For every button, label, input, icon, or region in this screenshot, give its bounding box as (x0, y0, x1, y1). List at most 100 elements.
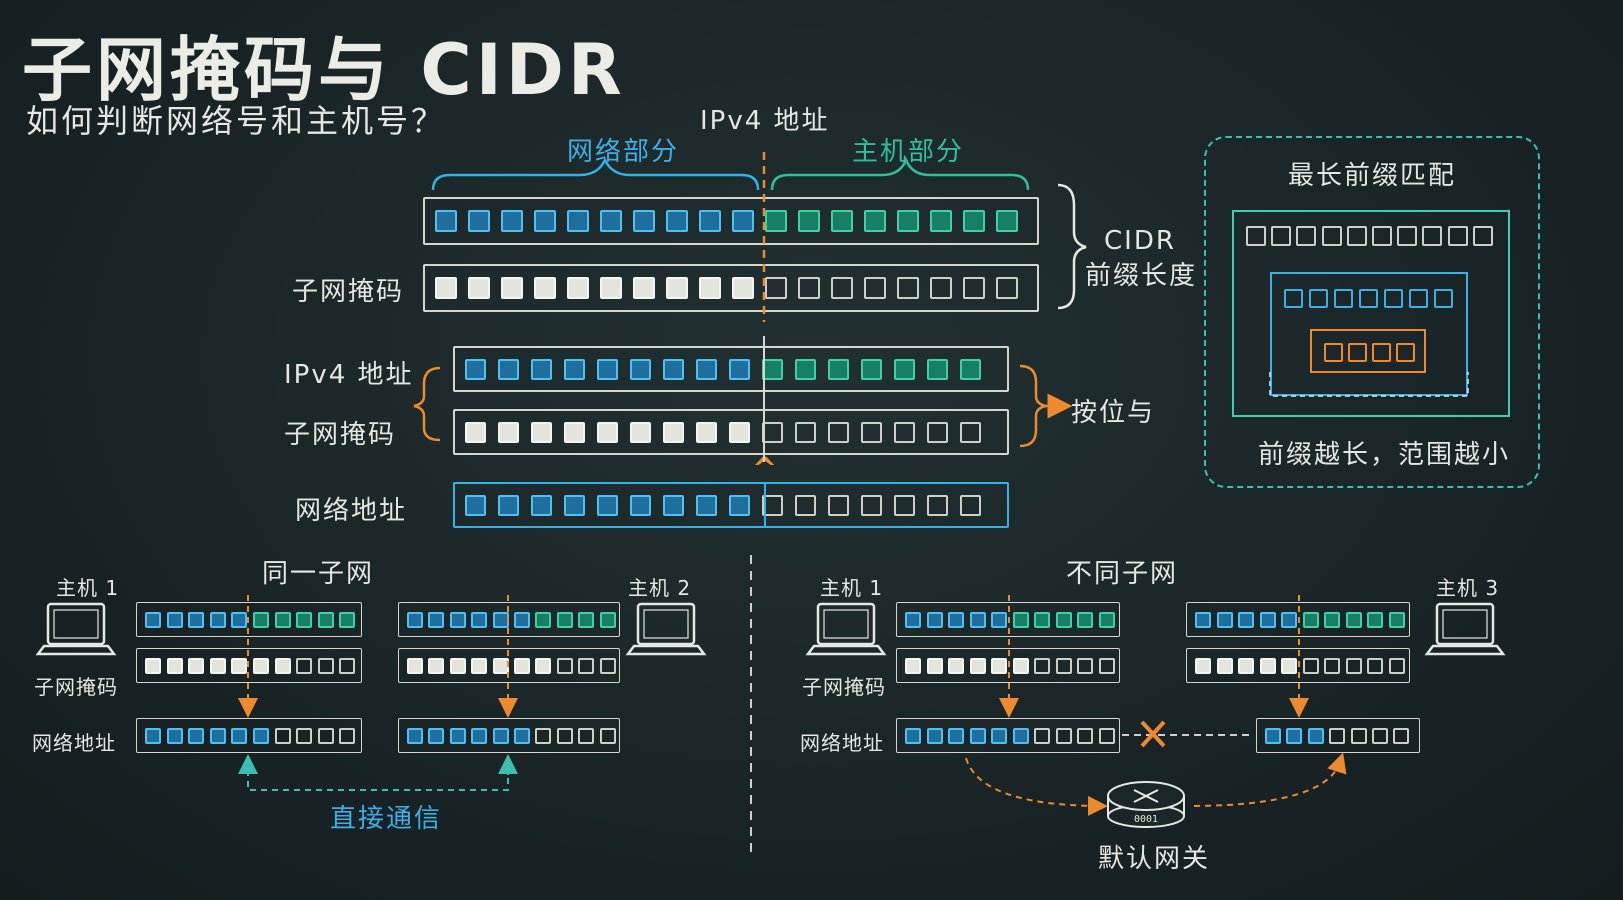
bit-cell (1284, 288, 1303, 308)
bit-cell (1321, 226, 1342, 246)
bit-cell (166, 657, 183, 674)
bit-cell (930, 210, 952, 232)
bit-cell (1238, 611, 1254, 628)
bit-cell (597, 494, 618, 516)
bit-cell (498, 421, 519, 443)
bit-cell (762, 494, 783, 516)
prefix-range-inner (1310, 329, 1426, 373)
and-mask-label: 子网掩码 (284, 420, 397, 450)
laptop-icon (625, 602, 707, 656)
and-left-brace-icon (413, 366, 441, 442)
bit-cell (492, 727, 509, 744)
bit-cell (231, 611, 248, 628)
bit-cell (831, 277, 853, 299)
bit-cell (1034, 727, 1050, 744)
bit-cell (1034, 657, 1050, 674)
bit-cell (1307, 727, 1324, 744)
bit-cell (930, 277, 952, 299)
bit-cell (894, 494, 915, 516)
laptop-icon (1424, 602, 1506, 656)
bit-cell (1434, 288, 1453, 308)
bit-cell (1393, 727, 1410, 744)
bit-cell (428, 727, 445, 744)
bit-cell (1246, 226, 1266, 246)
diff-host3-mask-bar (1186, 648, 1410, 683)
bit-cell (795, 421, 816, 443)
same-host2-label: 主机 2 (628, 576, 692, 600)
default-gateway-label: 默认网关 (1098, 844, 1211, 874)
bit-cell (513, 727, 530, 744)
bit-cell (864, 277, 886, 299)
direct-link (247, 770, 509, 791)
bit-cell (996, 210, 1018, 232)
bit-cell (765, 210, 787, 232)
bit-cell (339, 727, 356, 744)
bit-cell (1345, 611, 1362, 628)
bit-cell (471, 657, 488, 674)
bit-cell (556, 611, 573, 628)
subnet-mask-label: 子网掩码 (292, 277, 405, 307)
bit-cell (1324, 657, 1340, 674)
bit-cell (1334, 288, 1353, 308)
same-host1-label: 主机 1 (56, 576, 120, 600)
bit-cell (428, 657, 445, 674)
bit-cell (926, 657, 943, 674)
cidr-label: CIDR (1104, 226, 1176, 256)
bit-cell (435, 277, 457, 299)
and-ipv4-bar (453, 346, 1009, 392)
and-mask-bar (453, 409, 1009, 455)
laptop-icon (35, 602, 117, 656)
bit-cell (861, 494, 882, 516)
bit-cell (1302, 611, 1319, 628)
bit-cell (597, 421, 618, 443)
bit-cell (252, 657, 269, 674)
longest-prefix-title: 最长前缀匹配 (1288, 161, 1457, 191)
bit-cell (339, 611, 356, 628)
bit-cell (1098, 727, 1115, 744)
bit-cell (252, 611, 269, 628)
same-mask-label: 子网掩码 (34, 675, 118, 699)
bit-cell (531, 358, 552, 380)
bit-cell (428, 611, 445, 628)
bitwise-and-label: 按位与 (1071, 398, 1156, 428)
bit-cell (435, 210, 457, 232)
bit-cell (663, 494, 684, 516)
bit-cell (1367, 611, 1383, 628)
bit-cell (534, 277, 556, 299)
bit-cell (501, 277, 523, 299)
bit-cell (798, 277, 820, 299)
bit-cell (633, 210, 655, 232)
bit-cell (960, 358, 981, 380)
bit-cell (471, 727, 488, 744)
bit-cell (1055, 657, 1072, 674)
bit-cell (1259, 611, 1276, 628)
bit-cell (600, 277, 622, 299)
bit-cell (531, 494, 552, 516)
bit-cell (996, 277, 1018, 299)
same-net-label: 网络地址 (32, 731, 116, 755)
bit-cell (831, 210, 853, 232)
bit-cell (729, 358, 750, 380)
same-host2-net-bar (398, 718, 620, 753)
ipv4-address-label: IPv4 地址 (700, 106, 830, 136)
bit-cell (1077, 611, 1093, 628)
bit-cell (498, 358, 519, 380)
bit-cell (556, 727, 573, 744)
bit-cell (449, 657, 466, 674)
bit-cell (1281, 611, 1297, 628)
bit-cell (339, 657, 356, 674)
bit-cell (274, 657, 291, 674)
bit-cell (1012, 611, 1029, 628)
bit-cell (1034, 611, 1050, 628)
bit-cell (468, 277, 490, 299)
bit-cell (465, 494, 486, 516)
diff-host1-mask-bar (896, 648, 1120, 683)
cidr-brace-icon (1057, 183, 1087, 310)
router-label-text: 0001 (1134, 814, 1158, 825)
bit-cell (231, 727, 248, 744)
bit-cell (465, 358, 486, 380)
bit-cell (1012, 657, 1029, 674)
page-title: 子网掩码与 CIDR (22, 29, 626, 111)
bit-cell (729, 421, 750, 443)
bit-cell (1195, 611, 1211, 628)
